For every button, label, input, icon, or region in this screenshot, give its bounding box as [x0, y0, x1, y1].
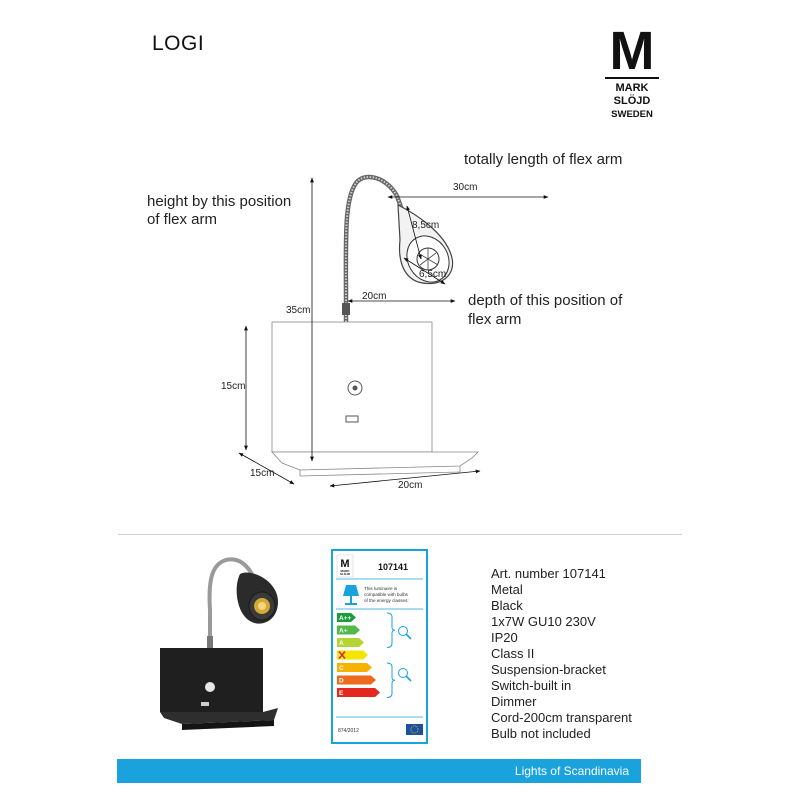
label-logo-line-2: SLÖJD [340, 571, 351, 576]
technical-drawing: 30cm 8,5cm 6,5cm 20cm 35cm 15cm 15cm 20c… [221, 174, 549, 491]
dim-total-height: 35cm [286, 305, 310, 316]
dim-box-depth: 15cm [250, 468, 274, 479]
spec-item: Dimmer [491, 694, 537, 709]
arm-mount [342, 303, 350, 315]
dim-line-box-width [329, 469, 481, 488]
energy-label: M MARK SLÖJD 107141 This luminaire is co… [331, 549, 428, 744]
dim-box-height: 15cm [221, 381, 245, 392]
spec-item: Art. number 107141 [491, 566, 606, 581]
dim-line-shade-depth [403, 257, 446, 285]
energy-class-bar [337, 613, 356, 622]
spec-item: Bulb not included [491, 726, 591, 741]
dim-shade-diameter: 8,5cm [412, 220, 439, 231]
dim-line-shade-diameter [406, 205, 422, 260]
label-brand-logo [336, 554, 354, 578]
dim-line-box-depth [238, 452, 295, 485]
label-logo-letter: M [340, 558, 349, 570]
product-photo [160, 557, 278, 730]
spec-list: Art. number 107141 Metal Black 1x7W GU10… [491, 566, 632, 742]
label-logo-line-1: MARK [341, 569, 351, 573]
energy-class-bar [337, 688, 380, 697]
brand-logo: M MARK SLÖJD SWEDEN [602, 17, 662, 123]
bulb-icon-2 [398, 668, 412, 682]
dim-shade-depth: 6,5cm [419, 269, 446, 280]
label-compat-line-1: This luminaire is [364, 586, 398, 591]
logo-line-3: SWEDEN [611, 109, 653, 120]
note-depth-line-2: flex arm [468, 311, 522, 328]
energy-class-bar [337, 675, 376, 685]
label-compat-line-2: compatible with bulbs [364, 592, 409, 597]
spec-item: Metal [491, 582, 523, 597]
spec-item: Class II [491, 646, 535, 661]
note-height-line-2: of flex arm [147, 211, 218, 228]
energy-class-bar [337, 663, 372, 672]
logo-letter: M [610, 21, 655, 81]
bulb-icon [398, 626, 412, 640]
footer-tagline: Lights of Scandinavia [514, 764, 629, 778]
logo-line-2: SLÖJD [614, 94, 651, 107]
energy-class-label: E [339, 690, 344, 697]
spec-item: Cord-200cm transparent [491, 710, 632, 725]
energy-class-label: C [339, 665, 344, 672]
energy-class-bar [337, 638, 364, 647]
product-title: LOGI [152, 32, 205, 55]
excluded-class-cross-icon [338, 650, 346, 660]
range-brace [386, 662, 396, 698]
note-height-line-1: height by this position [147, 193, 292, 210]
photo-back-plate [160, 648, 263, 712]
photo-dimmer-knob [205, 682, 215, 692]
energy-class-bar [337, 625, 360, 635]
energy-class-label: A++ [339, 615, 351, 622]
label-article: 107141 [378, 562, 408, 572]
section-divider [118, 534, 682, 535]
label-regulation: 874/2012 [338, 728, 359, 734]
logo-line-1: MARK [616, 82, 649, 94]
energy-class-label: A+ [339, 628, 348, 635]
spec-item: IP20 [491, 630, 518, 645]
spec-item: Black [491, 598, 523, 613]
energy-class-label: D [339, 678, 344, 685]
footer-bar: Lights of Scandinavia [117, 759, 641, 783]
note-depth-line-1: depth of this position of [468, 292, 623, 309]
note-flex-length: totally length of flex arm [464, 151, 623, 168]
spec-item: Switch-built in [491, 678, 572, 693]
dim-arm-length: 30cm [453, 182, 477, 193]
spec-item: Suspension-bracket [491, 662, 606, 677]
photo-flex-arm [207, 557, 254, 648]
usb-port [345, 415, 359, 423]
eu-flag-icon [406, 724, 423, 735]
energy-class-bars: A++A+ABCDE [337, 612, 396, 698]
lamp-icon [343, 585, 359, 605]
label-compat-line-3: of the energy classes: [364, 598, 409, 603]
photo-usb-port [201, 702, 209, 706]
dim-arm-depth: 20cm [362, 291, 386, 302]
range-brace [386, 612, 396, 648]
energy-class-label: A [339, 640, 344, 647]
photo-shelf [160, 708, 278, 724]
lamp-shelf [271, 451, 479, 471]
dim-box-width: 20cm [398, 480, 422, 491]
spec-item: 1x7W GU10 230V [491, 614, 596, 629]
